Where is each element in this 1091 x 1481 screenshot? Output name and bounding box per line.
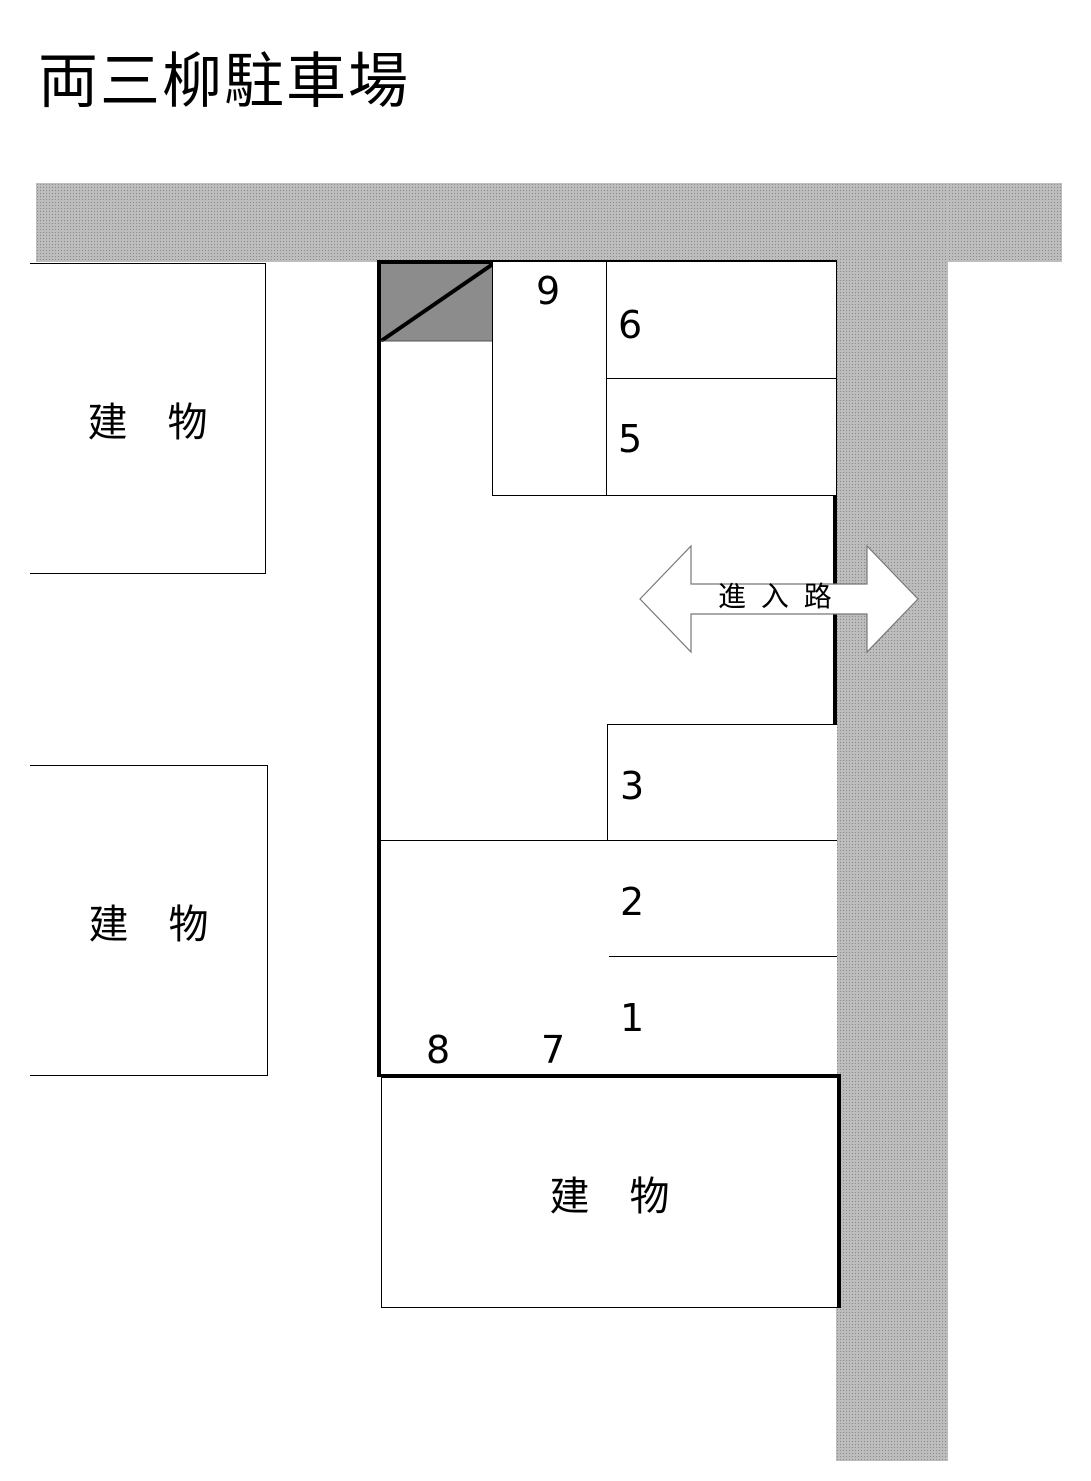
space-number: 7 — [541, 1028, 566, 1072]
parking-space-9[interactable]: 9 — [492, 262, 608, 496]
road-right — [836, 183, 948, 1461]
space-number: 9 — [536, 269, 561, 313]
space-number: 5 — [618, 417, 643, 461]
double-arrow-icon — [639, 544, 919, 654]
building-label: 建 物 — [549, 1173, 670, 1220]
parking-space-2[interactable]: 2 — [607, 840, 837, 958]
building-label: 建 物 — [88, 901, 209, 948]
building-bottom: 建 物 — [381, 1074, 841, 1308]
building-left-top: 建 物 — [30, 263, 266, 574]
parking-space-8[interactable]: 8 — [381, 840, 495, 1074]
space-number: 2 — [620, 880, 645, 924]
page-title: 両三柳駐車場 — [38, 47, 410, 117]
building-label: 建 物 — [87, 399, 208, 446]
parking-space-7[interactable]: 7 — [494, 840, 609, 1074]
building-left-bottom: 建 物 — [30, 765, 268, 1076]
space-number: 3 — [620, 764, 645, 808]
parking-space-5[interactable]: 5 — [606, 378, 836, 496]
parking-space-1[interactable]: 1 — [607, 956, 837, 1074]
space-number: 6 — [618, 303, 643, 347]
space-number: 1 — [620, 996, 645, 1040]
space-number: 8 — [426, 1028, 451, 1072]
corner-hatch — [381, 264, 493, 342]
parking-space-6[interactable]: 6 — [606, 262, 836, 380]
parking-space-3[interactable]: 3 — [607, 724, 837, 842]
entrance-label: 進 入 路 — [718, 580, 835, 613]
